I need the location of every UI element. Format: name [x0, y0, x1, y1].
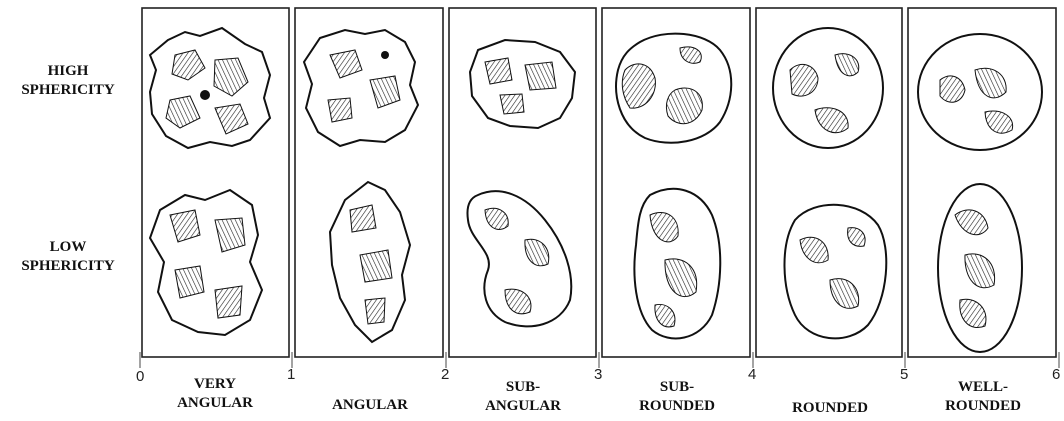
column-label-line: SUB-	[458, 378, 588, 397]
scale-tick-6: 6	[1052, 366, 1060, 383]
scale-tick-0: 0	[136, 368, 144, 385]
grain-rounded-high-sphericity	[773, 28, 883, 148]
grain-rounded-low-sphericity	[784, 205, 886, 339]
column-label-line: ANGULAR	[150, 394, 280, 413]
grain-sub-angular-low-sphericity	[467, 191, 571, 326]
grain-angular-high-sphericity	[304, 30, 418, 146]
grain-well-rounded-low-sphericity	[938, 184, 1022, 352]
column-label-line: ROUNDED	[918, 397, 1048, 416]
grain-angular-low-sphericity	[330, 182, 410, 342]
column-label-well-rounded: WELL- ROUNDED	[918, 378, 1048, 416]
scale-tick-4: 4	[748, 366, 756, 383]
column-label-line: ANGULAR	[458, 397, 588, 416]
column-label-line: ANGULAR	[305, 396, 435, 415]
column-label-line: SUB-	[612, 378, 742, 397]
scale-tick-2: 2	[441, 366, 449, 383]
scale-tick-3: 3	[594, 366, 602, 383]
grain-sub-angular-high-sphericity	[470, 40, 575, 128]
row-label-line: SPHERICITY	[8, 81, 128, 100]
row-label-low-sphericity: LOW SPHERICITY	[8, 238, 128, 276]
row-label-line: HIGH	[8, 62, 128, 81]
grain-very-angular-low-sphericity	[150, 190, 262, 335]
scale-tick-1: 1	[287, 366, 295, 383]
column-label-line: WELL-	[918, 378, 1048, 397]
grain-sub-rounded-high-sphericity	[616, 34, 731, 143]
column-label-line: VERY	[150, 375, 280, 394]
grain-well-rounded-high-sphericity	[918, 34, 1042, 150]
grain-sub-rounded-low-sphericity	[634, 189, 720, 339]
column-label-angular: ANGULAR	[305, 396, 435, 415]
column-label-sub-rounded: SUB- ROUNDED	[612, 378, 742, 416]
column-label-sub-angular: SUB- ANGULAR	[458, 378, 588, 416]
grain-very-angular-high-sphericity	[150, 28, 270, 148]
column-label-line: ROUNDED	[765, 399, 895, 418]
column-label-rounded: ROUNDED	[765, 399, 895, 418]
row-label-high-sphericity: HIGH SPHERICITY	[8, 62, 128, 100]
row-label-line: LOW	[8, 238, 128, 257]
row-label-line: SPHERICITY	[8, 257, 128, 276]
column-label-very-angular: VERY ANGULAR	[150, 375, 280, 413]
scale-tick-5: 5	[900, 366, 908, 383]
column-label-line: ROUNDED	[612, 397, 742, 416]
